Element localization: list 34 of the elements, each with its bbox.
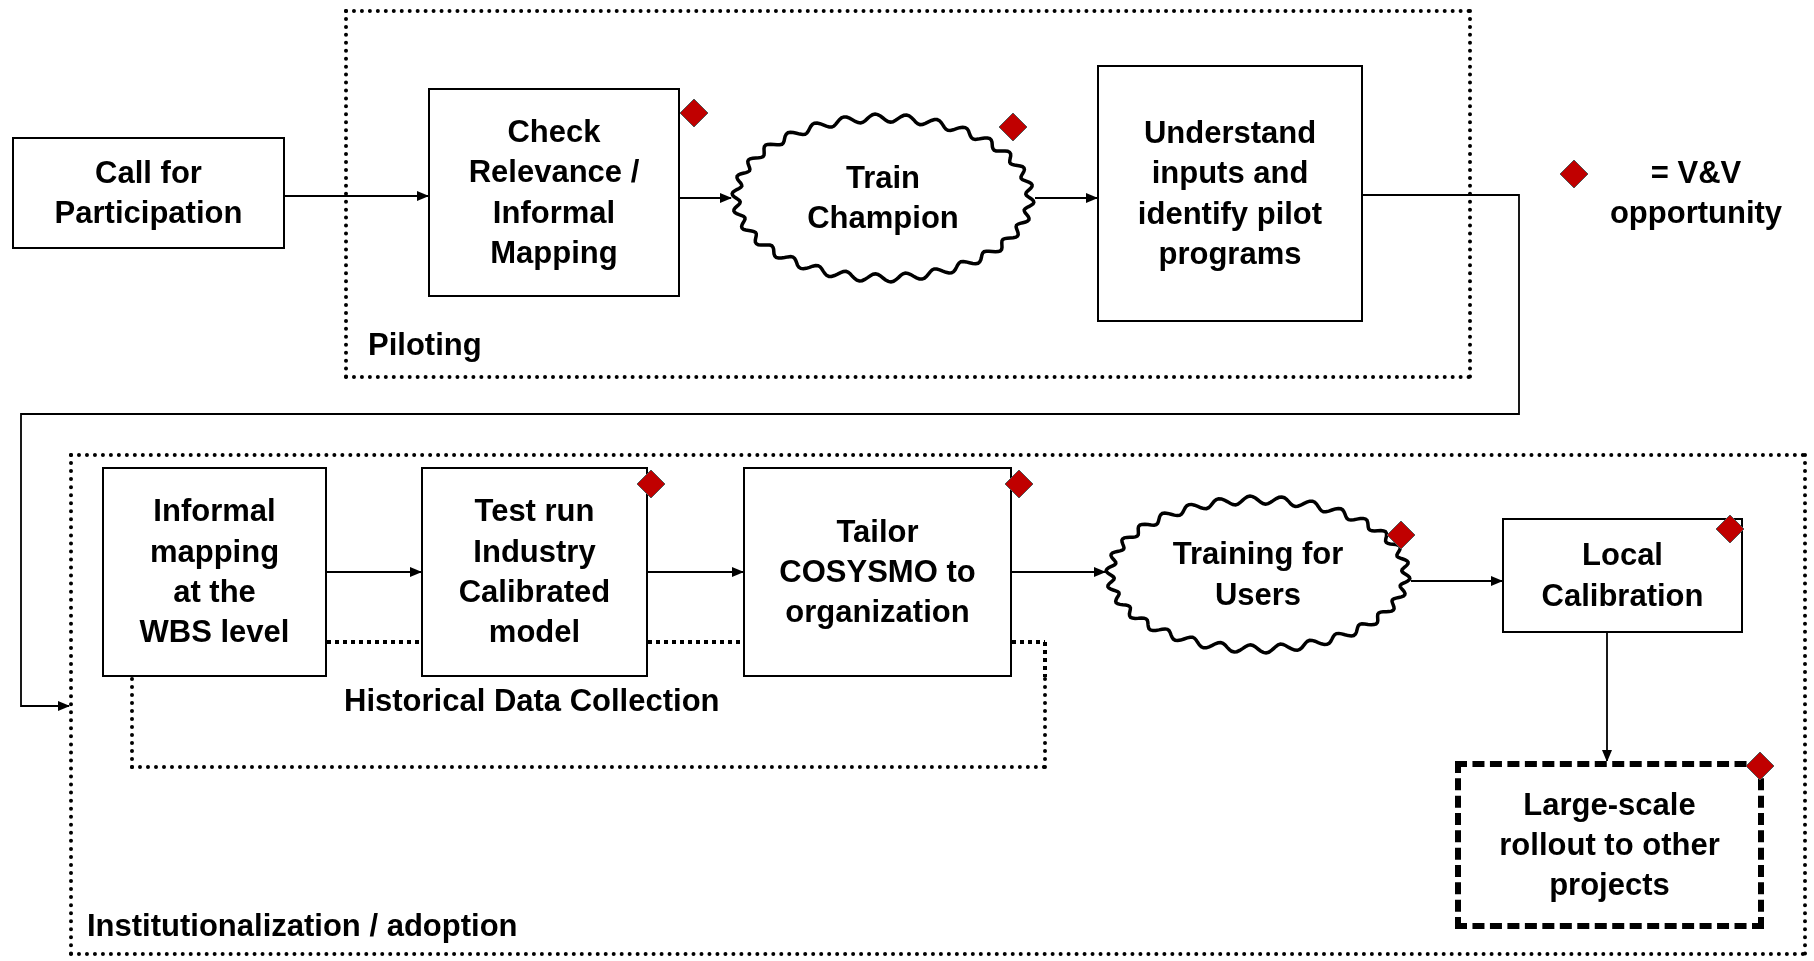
box-label: Call for Participation	[53, 153, 244, 232]
group-heading: Piloting	[368, 325, 482, 364]
arrow	[1410, 576, 1503, 586]
group-heading: Institutionalization / adoption	[87, 906, 518, 945]
box-label: Train Champion	[806, 158, 960, 237]
process-box	[421, 467, 648, 677]
legend-label: = V&V opportunity	[1608, 154, 1784, 233]
box-label: Large-scale rollout to other projects	[1498, 785, 1721, 905]
arrow	[20, 194, 1520, 711]
arrow	[1011, 567, 1106, 577]
dashed-process-box	[1455, 761, 1764, 929]
dotted-group-frame	[130, 677, 1047, 769]
box-label: Check Relevance / Informal Mapping	[467, 112, 641, 272]
process-box	[1097, 65, 1363, 322]
box-label: Training for Users	[1171, 535, 1345, 614]
box-label: Understand inputs and identify pilot programs	[1136, 113, 1324, 273]
process-box	[428, 88, 680, 297]
box-label: Local Calibration	[1540, 536, 1705, 615]
arrow	[1602, 632, 1612, 762]
process-box	[1502, 518, 1743, 633]
group-heading: Historical Data Collection	[344, 682, 720, 720]
dotted-group-frame	[69, 453, 1807, 956]
arrow	[1034, 193, 1098, 203]
process-box	[743, 467, 1012, 677]
dotted-group-frame	[344, 9, 1472, 379]
box-label: Informal mapping at the WBS level	[138, 492, 291, 652]
box-label: Test run Industry Calibrated model	[457, 492, 612, 652]
arrow	[326, 567, 422, 577]
arrow	[284, 191, 429, 201]
arrow	[647, 567, 744, 577]
process-box	[102, 467, 327, 677]
box-label: Tailor COSYSMO to organization	[778, 512, 977, 632]
arrow	[679, 193, 732, 203]
process-box	[12, 137, 285, 249]
